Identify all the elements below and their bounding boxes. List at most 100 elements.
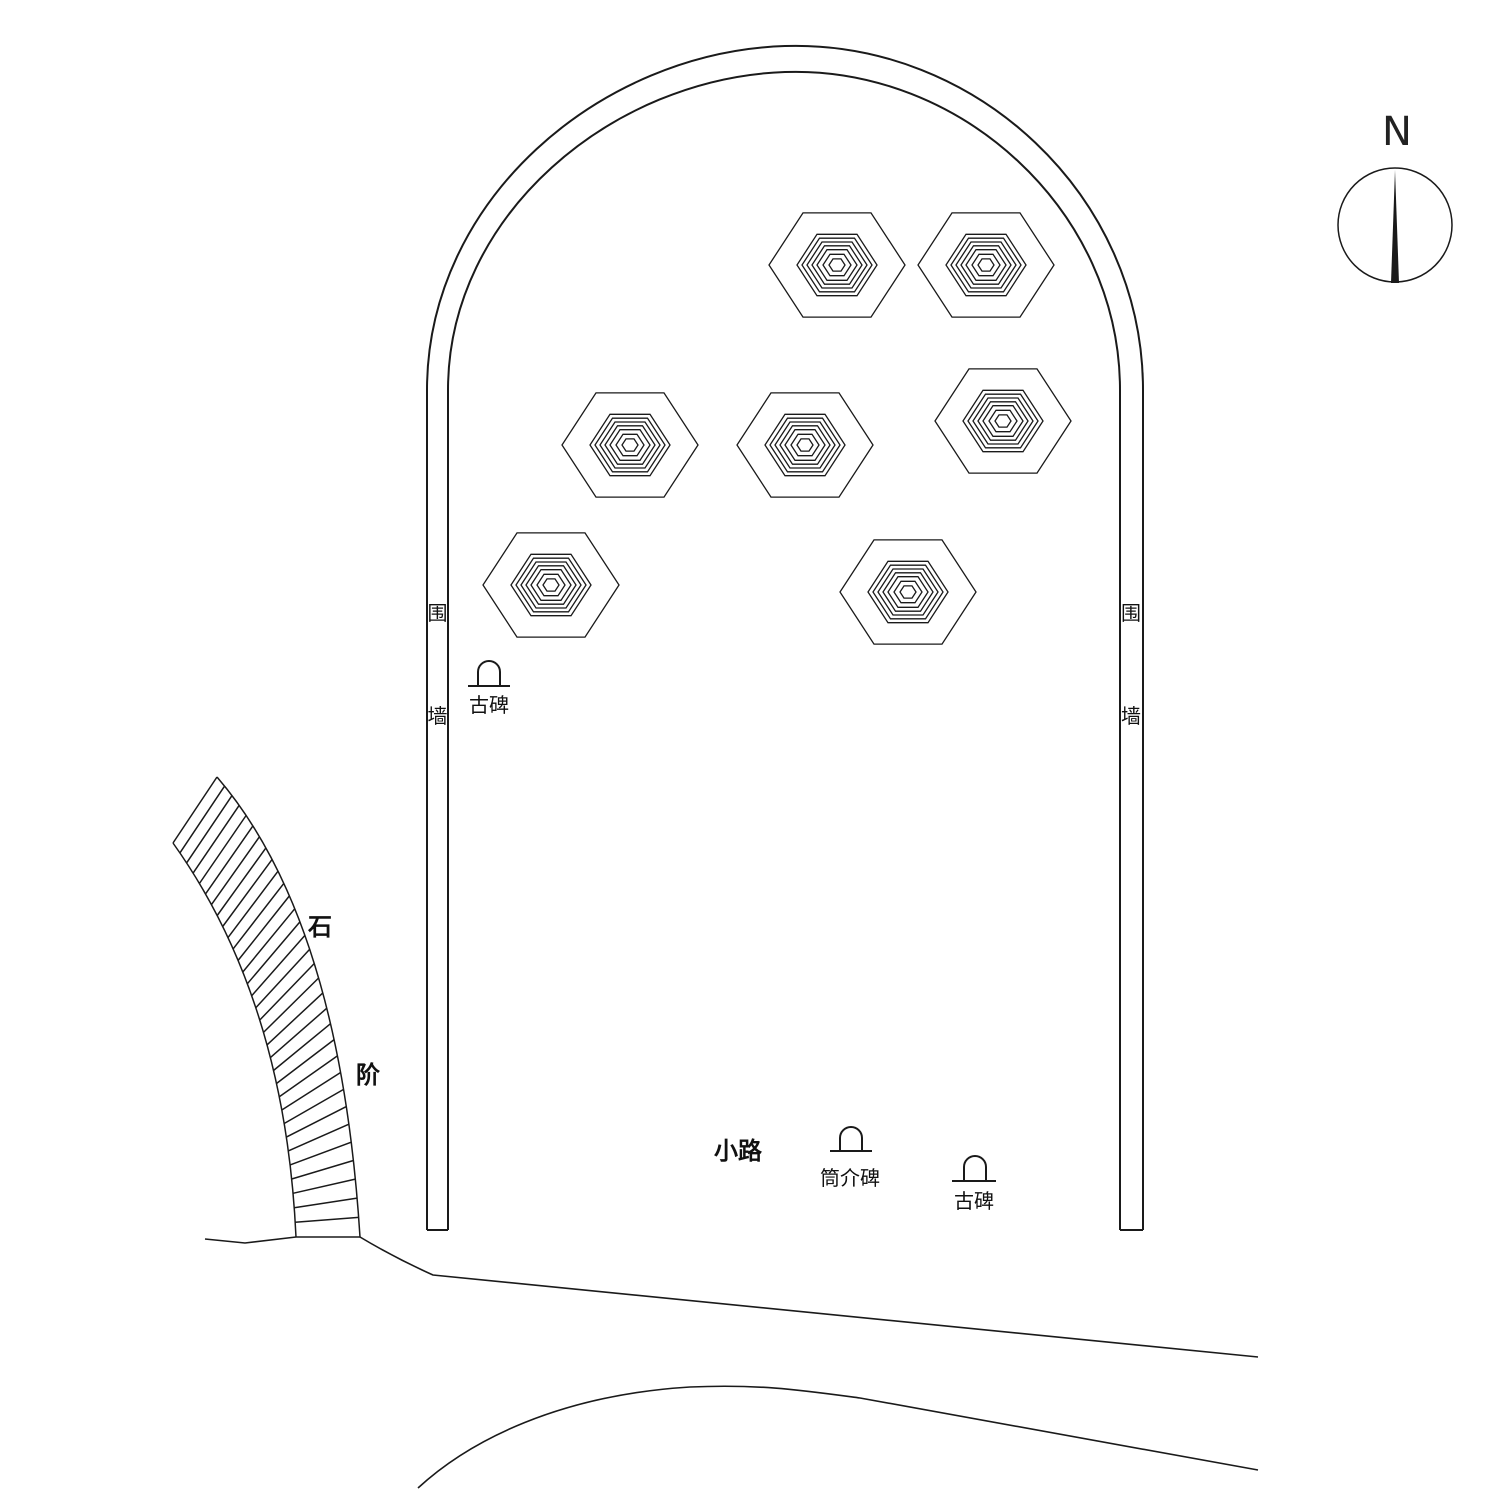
stone-step-tread	[269, 1007, 328, 1059]
stone-step-tread	[204, 825, 254, 895]
tomb-ring	[515, 557, 587, 613]
tomb-ring	[872, 564, 944, 620]
tomb-mound	[561, 392, 699, 498]
stone-step-tread	[287, 1123, 350, 1152]
tomb-ring	[877, 568, 939, 616]
tomb-ring	[882, 572, 934, 612]
stone-step-treads	[172, 776, 359, 1224]
tomb-ring	[962, 389, 1044, 453]
tomb-ring	[594, 417, 666, 473]
stone-step-tread	[198, 815, 247, 884]
tomb-ring	[867, 560, 949, 624]
stone-step-tread	[292, 1178, 356, 1195]
tomb-ring	[525, 565, 577, 605]
right-wall-label-1: 围	[1121, 601, 1141, 625]
tomb-ring	[994, 414, 1012, 428]
stone-step-tread	[291, 1159, 354, 1180]
enclosure-wall-inner	[447, 70, 1121, 1230]
tomb-ring	[828, 258, 846, 272]
tomb-ring	[811, 245, 863, 285]
tomb-ring	[822, 253, 852, 277]
path-lower-edge	[417, 1385, 1259, 1489]
tomb-ring	[988, 409, 1018, 433]
stone-step-tread	[289, 1141, 352, 1166]
tomb-mound	[934, 368, 1072, 474]
stele-left	[468, 660, 510, 687]
tomb-outer-hexagon	[736, 392, 874, 498]
stone-step-tread	[262, 977, 320, 1033]
stone-step-tread	[281, 1071, 342, 1111]
tomb-ring	[599, 421, 661, 469]
north-arrow	[1337, 167, 1453, 283]
tomb-ring	[796, 438, 814, 452]
stone-step-tread	[179, 785, 226, 854]
stele-arch-icon	[477, 660, 501, 685]
enclosure-wall-outer	[426, 44, 1144, 1230]
tomb-outer-hexagon	[482, 532, 620, 638]
tomb-ring	[893, 580, 923, 604]
stone-steps	[172, 776, 361, 1238]
tomb-group	[482, 212, 1072, 645]
stone-step-tread	[192, 804, 240, 874]
tomb-ring	[536, 573, 566, 597]
stone-step-tread	[246, 921, 301, 985]
tomb-mound	[839, 539, 977, 645]
tomb-mound	[736, 392, 874, 498]
tomb-ring	[530, 569, 572, 601]
tomb-ring	[589, 413, 671, 477]
tomb-ring	[977, 401, 1029, 441]
stone-step-tread	[185, 795, 233, 864]
stone-step-tread	[222, 858, 273, 927]
tomb-ring	[764, 413, 846, 477]
tomb-ring	[806, 241, 868, 289]
stone-step-tread	[273, 1023, 331, 1072]
stone-step-tread	[216, 847, 267, 916]
stone-step-tread	[259, 962, 315, 1021]
tomb-ring	[960, 245, 1012, 285]
tomb-ring	[542, 578, 560, 592]
tomb-outer-hexagon	[917, 212, 1055, 318]
tomb-outer-hexagon	[768, 212, 906, 318]
tomb-ring	[950, 237, 1022, 293]
stone-steps-top-edge	[172, 776, 218, 844]
tomb-ring	[945, 233, 1027, 297]
stone-steps-label-1: 石	[307, 913, 332, 941]
tomb-ring	[977, 258, 995, 272]
tomb-ring	[899, 585, 917, 599]
tomb-ring	[982, 405, 1024, 437]
tomb-ring	[621, 438, 639, 452]
stele-right	[952, 1155, 996, 1182]
tomb-ring	[609, 429, 651, 461]
tomb-ring	[615, 433, 645, 457]
stele-jiejie-label: 筒介碑	[820, 1166, 880, 1190]
stone-step-tread	[283, 1088, 344, 1125]
stone-step-tread	[232, 882, 285, 950]
path-label: 小路	[714, 1137, 763, 1165]
tomb-ring	[796, 233, 878, 297]
tomb-outer-hexagon	[839, 539, 977, 645]
tomb-ring	[965, 249, 1007, 281]
tomb-ring	[801, 237, 873, 293]
tomb-mound	[482, 532, 620, 638]
stele-arch-icon	[839, 1126, 863, 1150]
left-wall-label-2: 墙	[428, 704, 448, 728]
stone-step-tread	[278, 1055, 338, 1098]
tomb-ring	[769, 417, 841, 473]
tomb-ring	[967, 393, 1039, 449]
stone-step-tread	[227, 870, 279, 939]
stone-step-tread	[237, 895, 290, 961]
tomb-outer-hexagon	[934, 368, 1072, 474]
stele-left-label: 古碑	[469, 693, 509, 717]
tomb-ring	[784, 429, 826, 461]
stone-step-tread	[286, 1105, 347, 1138]
right-wall-label-2: 墙	[1121, 704, 1141, 728]
tomb-mound	[768, 212, 906, 318]
path-lines	[204, 1236, 1259, 1489]
left-wall-label-1: 围	[428, 601, 448, 625]
tomb-ring	[510, 553, 592, 617]
tomb-ring	[971, 253, 1001, 277]
tomb-ring	[816, 249, 858, 281]
stone-step-tread	[295, 1216, 359, 1224]
tomb-ring	[887, 576, 929, 608]
stone-steps-outer-edge	[172, 842, 297, 1238]
